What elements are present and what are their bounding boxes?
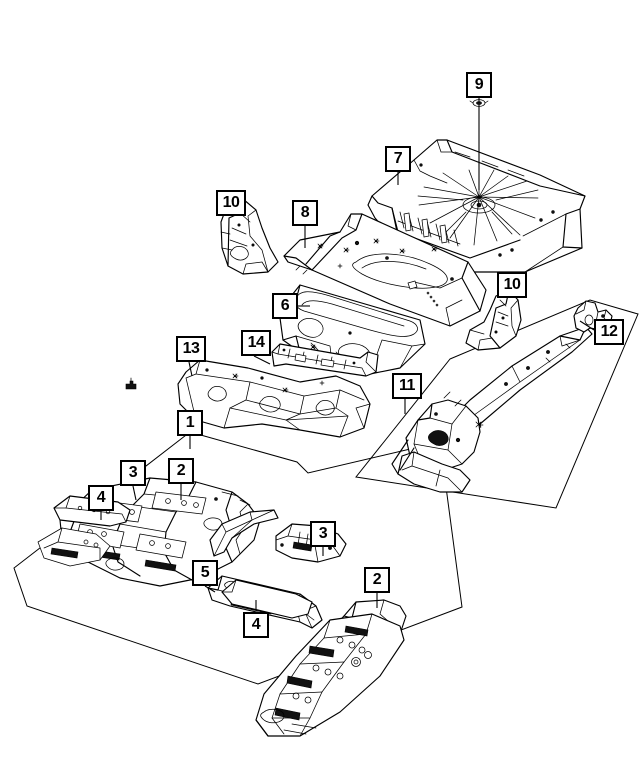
callout-5[interactable]: 5 [192, 560, 218, 586]
callout-7[interactable]: 7 [385, 146, 411, 172]
part-4-right-crossmember [221, 579, 313, 619]
group-boundary-1 [13, 431, 463, 685]
callout-4-left[interactable]: 4 [88, 485, 114, 511]
callout-8[interactable]: 8 [292, 200, 318, 226]
callout-3-right[interactable]: 3 [310, 521, 336, 547]
callout-9[interactable]: 9 [466, 72, 492, 98]
callout-10-left[interactable]: 10 [216, 190, 246, 216]
part-2-front-floor-pan-lower [255, 599, 407, 737]
callout-13[interactable]: 13 [176, 336, 206, 362]
callout-12[interactable]: 12 [594, 319, 624, 345]
part-14-support-rail [271, 343, 379, 377]
part-7-rear-floor-pan [367, 139, 586, 273]
part-11-frame-rail [391, 326, 593, 493]
callout-3-left[interactable]: 3 [120, 460, 146, 486]
callout-2-upper[interactable]: 2 [168, 458, 194, 484]
part-10-right-bracket [465, 289, 522, 351]
callout-14[interactable]: 14 [241, 330, 271, 356]
callout-1[interactable]: 1 [177, 410, 203, 436]
part-8-rear-floor-center [283, 213, 487, 327]
loose-fastener [125, 377, 137, 390]
callout-2-lower[interactable]: 2 [364, 567, 390, 593]
group-boundary-11 [355, 299, 639, 509]
callout-4-right[interactable]: 4 [243, 612, 269, 638]
callout-11[interactable]: 11 [392, 373, 422, 399]
callout-10-right[interactable]: 10 [497, 272, 527, 298]
part-13-rear-underbody [177, 359, 371, 438]
callout-6[interactable]: 6 [272, 293, 298, 319]
group-1-detail-mass [37, 527, 125, 571]
